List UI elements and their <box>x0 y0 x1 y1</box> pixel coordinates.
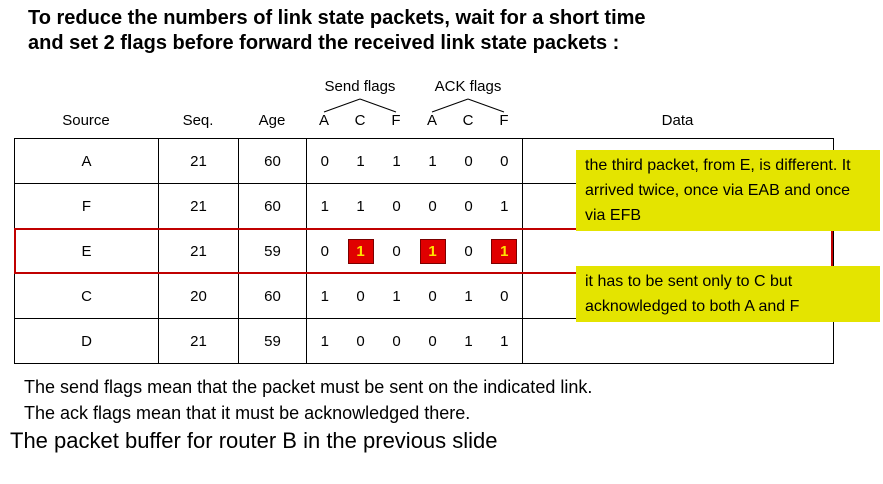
cell-send-a: 1 <box>306 318 343 364</box>
cell-send-c: 1 <box>342 138 379 184</box>
cell-send-c: 0 <box>342 273 379 319</box>
send-flags-group-label: Send flags <box>324 78 396 95</box>
highlighted-flag: 1 <box>491 238 518 264</box>
cell-data <box>522 318 834 364</box>
cell-seq: 20 <box>158 273 239 319</box>
highlighted-flag: 1 <box>347 238 374 264</box>
cell-ack-c: 0 <box>450 183 487 229</box>
cell-send-c: 0 <box>342 318 379 364</box>
cell-ack-a: 1 <box>414 138 451 184</box>
column-header-ack-f: F <box>499 112 509 129</box>
column-header-source: Source <box>62 112 110 129</box>
cell-ack-f: 1 <box>486 183 523 229</box>
cell-send-a: 0 <box>306 228 343 274</box>
cell-ack-c: 1 <box>450 318 487 364</box>
column-header-seq: Seq. <box>182 112 214 129</box>
cell-age: 60 <box>238 183 307 229</box>
cell-send-f: 0 <box>378 183 415 229</box>
ack-flags-group-label: ACK flags <box>434 78 502 95</box>
cell-seq: 21 <box>158 138 239 184</box>
column-header-ack-c: C <box>462 112 474 129</box>
column-header-age: Age <box>258 112 286 129</box>
cell-age: 59 <box>238 318 307 364</box>
column-header-data: Data <box>661 112 694 129</box>
cell-source: C <box>14 273 159 319</box>
cell-source: E <box>14 228 159 274</box>
cell-source: D <box>14 318 159 364</box>
cell-ack-c: 0 <box>450 138 487 184</box>
column-header-send-f: F <box>391 112 401 129</box>
column-headers: Source Seq. Age A C F A C F Data <box>14 112 833 129</box>
send-flags-note: The send flags mean that the packet must… <box>24 377 593 397</box>
slide-caption: The packet buffer for router B in the pr… <box>10 428 498 453</box>
cell-ack-a: 1 <box>414 228 451 274</box>
ack-flags-brace-icon <box>431 98 505 113</box>
cell-source: F <box>14 183 159 229</box>
cell-send-a: 0 <box>306 138 343 184</box>
cell-ack-f: 0 <box>486 138 523 184</box>
annotation-packet-e: the third packet, from E, is different. … <box>576 150 880 231</box>
column-header-send-c: C <box>354 112 366 129</box>
cell-ack-f: 1 <box>486 228 523 274</box>
cell-seq: 21 <box>158 228 239 274</box>
cell-send-a: 1 <box>306 273 343 319</box>
ack-flags-note: The ack flags mean that it must be ackno… <box>24 403 471 423</box>
cell-ack-c: 0 <box>450 228 487 274</box>
annotation-send-ack: it has to be sent only to C but acknowle… <box>576 266 880 322</box>
highlighted-flag: 1 <box>419 238 446 264</box>
cell-ack-a: 0 <box>414 273 451 319</box>
cell-send-c: 1 <box>342 183 379 229</box>
cell-seq: 21 <box>158 183 239 229</box>
slide-title-line1: To reduce the numbers of link state pack… <box>28 7 646 29</box>
cell-ack-c: 1 <box>450 273 487 319</box>
cell-source: A <box>14 138 159 184</box>
cell-age: 60 <box>238 138 307 184</box>
cell-send-f: 1 <box>378 273 415 319</box>
send-flags-brace-icon <box>323 98 397 113</box>
cell-ack-f: 1 <box>486 318 523 364</box>
cell-ack-a: 0 <box>414 318 451 364</box>
slide-title: To reduce the numbers of link state pack… <box>28 6 858 56</box>
cell-send-f: 1 <box>378 138 415 184</box>
cell-ack-a: 0 <box>414 183 451 229</box>
cell-send-f: 0 <box>378 318 415 364</box>
cell-ack-f: 0 <box>486 273 523 319</box>
cell-seq: 21 <box>158 318 239 364</box>
column-header-ack-a: A <box>426 112 437 129</box>
cell-send-c: 1 <box>342 228 379 274</box>
cell-send-a: 1 <box>306 183 343 229</box>
cell-age: 60 <box>238 273 307 319</box>
flag-notes: The send flags mean that the packet must… <box>24 374 592 426</box>
column-header-send-a: A <box>318 112 329 129</box>
cell-send-f: 0 <box>378 228 415 274</box>
cell-age: 59 <box>238 228 307 274</box>
slide-title-line2: and set 2 flags before forward the recei… <box>28 32 620 54</box>
